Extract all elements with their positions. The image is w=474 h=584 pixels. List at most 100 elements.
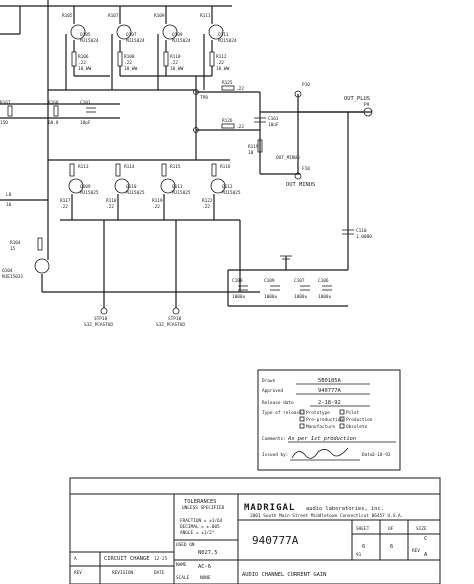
top-er-w-1: 10_WW bbox=[78, 66, 92, 72]
approval-row-1-value: 5B0185A bbox=[318, 378, 341, 384]
bot-part-4: MJ15025 bbox=[222, 190, 241, 196]
comments-value: As per 1st production bbox=[287, 436, 356, 442]
stp10-net: S32_PCASTUD bbox=[84, 322, 113, 328]
top-er-w-2: 10_WW bbox=[124, 66, 138, 72]
p9-label: P9 bbox=[364, 102, 370, 108]
issued-label: Issued by: bbox=[262, 452, 288, 458]
bot-ref-1: R113 bbox=[78, 164, 89, 170]
c181-label: C181 bbox=[80, 100, 91, 106]
approval-row-3-label: Release date bbox=[262, 400, 294, 406]
bottom-transistor-4: R116 Q112 MJ15025 R122 .22 bbox=[202, 163, 241, 220]
stp10-label: STP10 bbox=[94, 316, 108, 322]
r126-label: R126 bbox=[222, 118, 233, 124]
top-er-ref-1: R106 bbox=[78, 54, 89, 60]
top-er-val-4: .22 bbox=[216, 60, 224, 66]
out-minus-net: OUT_MINUS bbox=[276, 155, 300, 161]
top-q-1: Q105 bbox=[80, 32, 91, 38]
top-transistor-2: R107 Q107 MJ15024 R108 .22 10_WW bbox=[108, 6, 166, 77]
of-label: OF bbox=[388, 526, 394, 532]
change-date: 12-25 bbox=[154, 556, 168, 562]
c108-val: 1000u bbox=[232, 294, 246, 300]
c163-val: 10uF bbox=[268, 122, 279, 128]
title-block: MADRIGAL audio laboratories, inc. 2001 S… bbox=[69, 477, 441, 584]
bot-er-val-2: .22 bbox=[106, 204, 114, 210]
of-value: 6 bbox=[390, 544, 393, 550]
c107-val: 1000u bbox=[294, 294, 308, 300]
c106-val: 1000u bbox=[318, 294, 332, 300]
c109-val: 1000u bbox=[264, 294, 278, 300]
top-er-val-3: .22 bbox=[170, 60, 178, 66]
bot-er-val-4: .22 bbox=[202, 204, 210, 210]
c163-label: C163 bbox=[268, 116, 279, 122]
top-q-2: Q107 bbox=[126, 32, 137, 38]
scale-label: SCALE bbox=[176, 575, 190, 581]
top-ref-1: R105 bbox=[62, 13, 73, 19]
c107-label: C107 bbox=[294, 278, 305, 284]
r168-val: 60.8 bbox=[48, 120, 59, 126]
decimal-tol: DECIMAL = ±.005 bbox=[180, 524, 220, 530]
comments-label: Comments: bbox=[262, 436, 286, 442]
q104-val: MJE15031 bbox=[2, 274, 24, 280]
bottom-transistor-1: R113 Q109 MJ15025 R117 .22 bbox=[60, 163, 99, 220]
top-output-stage bbox=[0, 0, 232, 260]
r104-val: 15 bbox=[10, 246, 16, 252]
rev-num: 91 bbox=[356, 552, 362, 558]
name-label: NAME bbox=[176, 562, 187, 568]
r168-label: R168 bbox=[48, 100, 59, 106]
bot-ref-3: R115 bbox=[170, 164, 181, 170]
date-header: DATE bbox=[154, 570, 165, 576]
name-value: AC-6 bbox=[198, 564, 211, 570]
rev-col-label: A bbox=[74, 556, 77, 562]
c108-label: C108 bbox=[232, 278, 243, 284]
rev-value: A bbox=[424, 552, 428, 558]
f10-label: F10 bbox=[302, 166, 310, 172]
drawing-number: 940777A bbox=[252, 534, 299, 547]
approval-row-1-label: Drawn bbox=[262, 378, 276, 384]
release-option-3: Pre-production bbox=[306, 417, 343, 423]
bot-ref-4: R116 bbox=[220, 164, 231, 170]
approval-row-3-value: 2-18-92 bbox=[318, 400, 341, 406]
c181-val: 10pF bbox=[80, 120, 91, 126]
top-part-1: MJ15024 bbox=[80, 38, 99, 44]
drawing-description: AUDIO CHANNEL CURRENT GAIN bbox=[242, 572, 326, 578]
top-er-ref-3: R110 bbox=[170, 54, 181, 60]
output-node: TP8 R125 .22 R126 .22 C163 10uF R119 10 … bbox=[193, 76, 373, 270]
c110-label: C110 bbox=[356, 228, 367, 234]
size-value: C bbox=[424, 536, 427, 542]
bot-ref-2: R114 bbox=[124, 164, 135, 170]
q104-label: Q104 bbox=[2, 268, 13, 274]
release-option-6: Obsolete bbox=[346, 424, 368, 430]
top-transistor-1: R105 Q105 MJ15024 R106 .22 10_WW bbox=[62, 6, 110, 77]
out-minus-label: OUT MINUS bbox=[286, 182, 315, 188]
issued-date: 2-18-92 bbox=[372, 452, 391, 458]
r119-label: R119 bbox=[248, 144, 259, 150]
r167-val: 150 bbox=[0, 120, 8, 126]
release-option-2: Pilot bbox=[346, 410, 360, 416]
top-transistor-4: R111 Q111 MJ15024 R112 .22 10_WW bbox=[200, 6, 237, 76]
tp8-label: TP8 bbox=[200, 95, 208, 101]
c109-label: C109 bbox=[264, 278, 275, 284]
stp18-net: S32_PCASTUD bbox=[156, 322, 185, 328]
bottom-transistor-2: R114 Q110 MJ15025 R118 .22 bbox=[106, 163, 145, 220]
company-name: MADRIGAL bbox=[244, 503, 295, 513]
bot-q-4: Q112 bbox=[222, 184, 233, 190]
revision-header: REVISION bbox=[112, 570, 134, 576]
top-er-ref-2: R108 bbox=[124, 54, 135, 60]
company-sub: audio laboratories, inc. bbox=[306, 506, 384, 512]
r104-label: R104 bbox=[10, 240, 21, 246]
bot-er-ref-3: R119 bbox=[152, 198, 163, 204]
bottom-transistor-3: R115 Q111 MJ15025 R119 .22 bbox=[152, 163, 191, 220]
top-ref-4: R111 bbox=[200, 13, 211, 19]
size-label: SIZE bbox=[416, 526, 427, 532]
bot-q-1: Q109 bbox=[80, 184, 91, 190]
sheet-label: SHEET bbox=[356, 526, 370, 532]
unless-label: UNLESS SPECIFIED bbox=[182, 505, 225, 511]
bottom-output-stage bbox=[48, 159, 240, 221]
top-ref-3: R109 bbox=[154, 13, 165, 19]
top-base-rail bbox=[48, 34, 205, 91]
bot-er-ref-4: R122 bbox=[202, 198, 213, 204]
bot-er-ref-2: R118 bbox=[106, 198, 117, 204]
bot-part-3: MJ15025 bbox=[172, 190, 191, 196]
change-text: CIRCUIT CHANGE bbox=[104, 556, 149, 562]
